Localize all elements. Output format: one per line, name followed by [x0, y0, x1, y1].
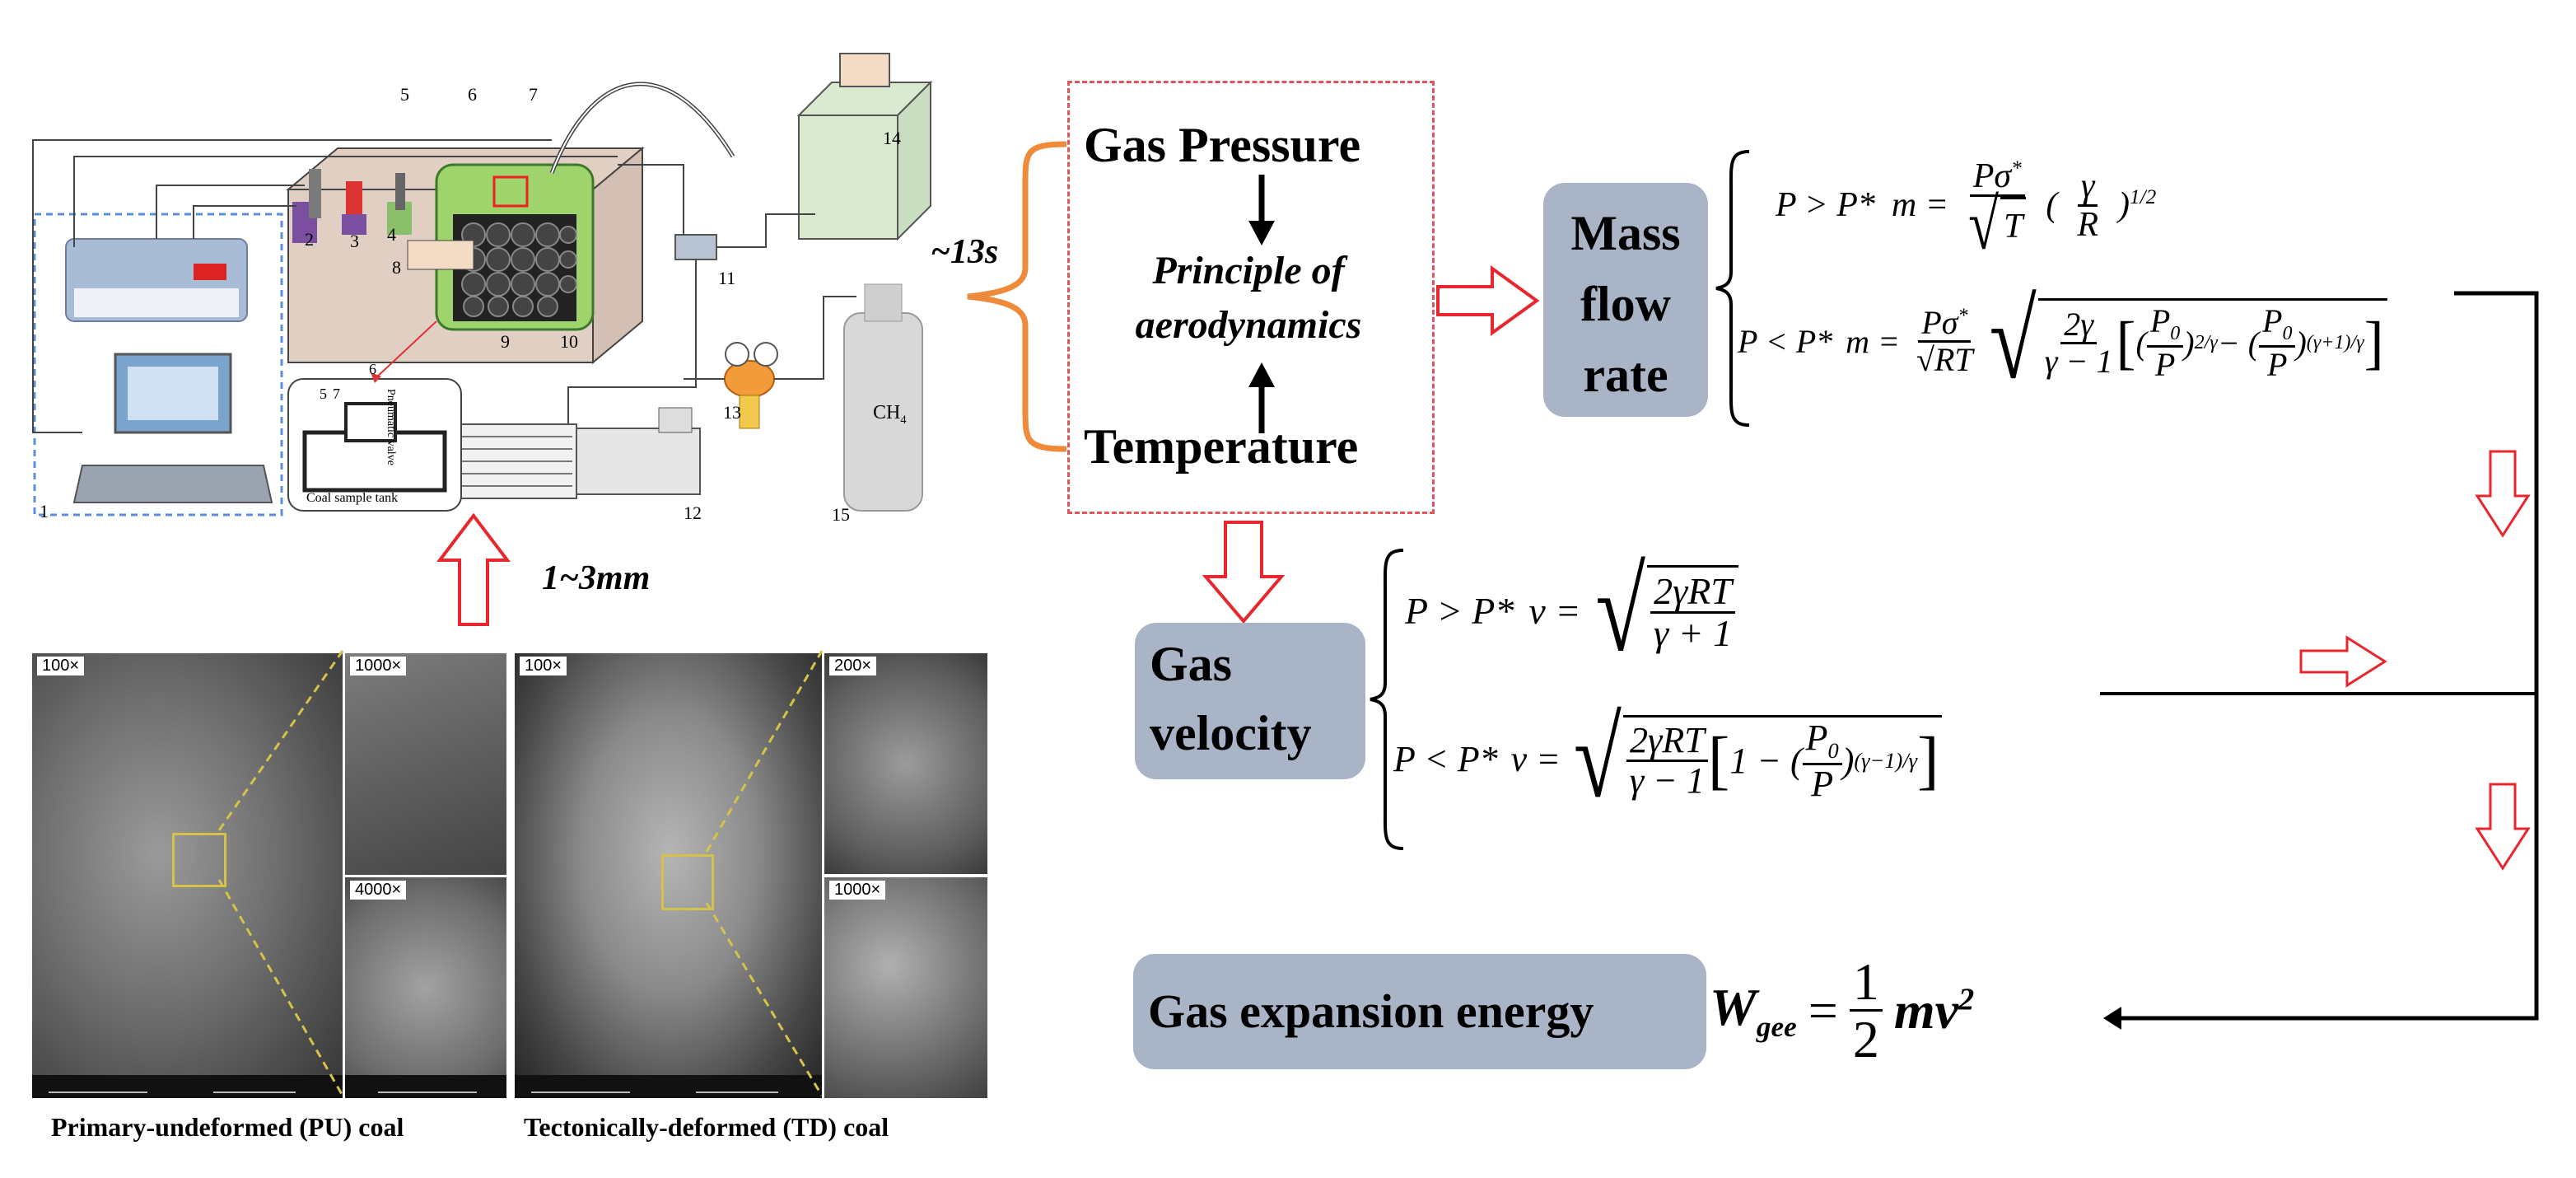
velocity-brace [1370, 549, 1404, 850]
gas-pressure-label: Gas Pressure [1084, 118, 1361, 172]
label-5: 5 [400, 84, 409, 105]
sem-tag: 100× [37, 657, 85, 675]
label-8: 8 [392, 257, 401, 278]
sample-size-label: 1~3mm [542, 559, 651, 597]
gas-cylinder-label: CH4 [873, 402, 907, 427]
label-15: 15 [832, 504, 850, 525]
gas-velocity-line-1: Gas [1150, 637, 1233, 691]
td-caption: Tectonically-deformed (TD) coal [524, 1112, 889, 1142]
sem-tag: 1000× [350, 657, 407, 675]
sem-pu-zoom2: 4000× [343, 875, 509, 1101]
label-3: 3 [350, 231, 359, 251]
mass-flow-box [1543, 183, 1708, 417]
down-arrow [1248, 175, 1275, 245]
principle-line-2: aerodynamics [1135, 303, 1362, 347]
label-4: 4 [387, 224, 396, 245]
energy-label: Gas expansion energy [1148, 984, 1594, 1038]
sem-td-zoom2: 1000× [822, 875, 990, 1101]
label-11: 11 [718, 268, 736, 288]
apparatus-schematic [32, 53, 933, 517]
velocity-cond-2: P < P* [1393, 738, 1498, 779]
up-arrow [1248, 362, 1275, 433]
mass-flow-cond-1: P > P* [1776, 186, 1875, 225]
mass-flow-label: Mass flow rate [1543, 198, 1708, 410]
velocity-cond-1: P > P* [1405, 589, 1514, 632]
label-2: 2 [305, 229, 314, 250]
sem-td-zoom1: 200× [822, 651, 990, 876]
red-down-arrow-1 [2475, 450, 2531, 538]
down-arrow-velocity [1202, 521, 1285, 624]
sem-tag: 1000× [829, 881, 886, 900]
inset-label-6: 6 [369, 361, 376, 377]
sem-tag: 200× [829, 657, 877, 675]
mass-flow-line-1: Mass [1570, 206, 1681, 260]
label-1: 1 [40, 501, 49, 521]
right-arrow-massflow [1436, 265, 1540, 336]
inset-label-7: 7 [333, 386, 340, 402]
mass-flow-line-2: flow [1580, 277, 1671, 331]
red-right-arrow [2299, 635, 2387, 688]
label-12: 12 [684, 503, 702, 523]
gas-velocity-line-2: velocity [1150, 706, 1312, 760]
connector-lines [2100, 291, 2539, 1030]
inset-label-5: 5 [320, 386, 327, 402]
label-6: 6 [468, 84, 477, 105]
inset-caption: Coal sample tank [306, 491, 399, 505]
gas-velocity-box [1135, 623, 1365, 779]
sem-tag: 100× [520, 657, 567, 675]
label-14: 14 [883, 128, 901, 148]
mass-flow-brace [1715, 150, 1750, 427]
label-9: 9 [501, 331, 510, 352]
principle-label: Principle of aerodynamics [1084, 244, 1413, 353]
pu-caption: Primary-undeformed (PU) coal [51, 1112, 404, 1142]
mass-flow-line-3: rate [1583, 348, 1668, 402]
red-down-arrow-2 [2475, 783, 2531, 871]
gas-velocity-label: Gas velocity [1150, 629, 1312, 768]
energy-box [1133, 954, 1706, 1069]
up-arrow-sample [436, 512, 511, 626]
label-13: 13 [723, 402, 741, 423]
label-7: 7 [529, 84, 538, 105]
time-label: ~13s [931, 233, 999, 271]
sem-pu-zoom1: 1000× [343, 651, 509, 878]
principle-line-1: Principle of [1152, 249, 1345, 292]
label-10: 10 [560, 331, 578, 352]
apparatus-diagram: 1 2 3 4 5 6 7 8 9 10 11 12 13 14 15 CH4 … [25, 16, 1005, 527]
zoom-lines [217, 650, 824, 1096]
orange-brace [967, 141, 1067, 452]
aerodynamics-box [1067, 81, 1435, 514]
sem-tag: 4000× [350, 881, 407, 900]
temperature-label: Temperature [1084, 419, 1359, 474]
sem-td-main: 100× [512, 651, 827, 1101]
mass-flow-cond-2: P < P* [1738, 322, 1833, 360]
